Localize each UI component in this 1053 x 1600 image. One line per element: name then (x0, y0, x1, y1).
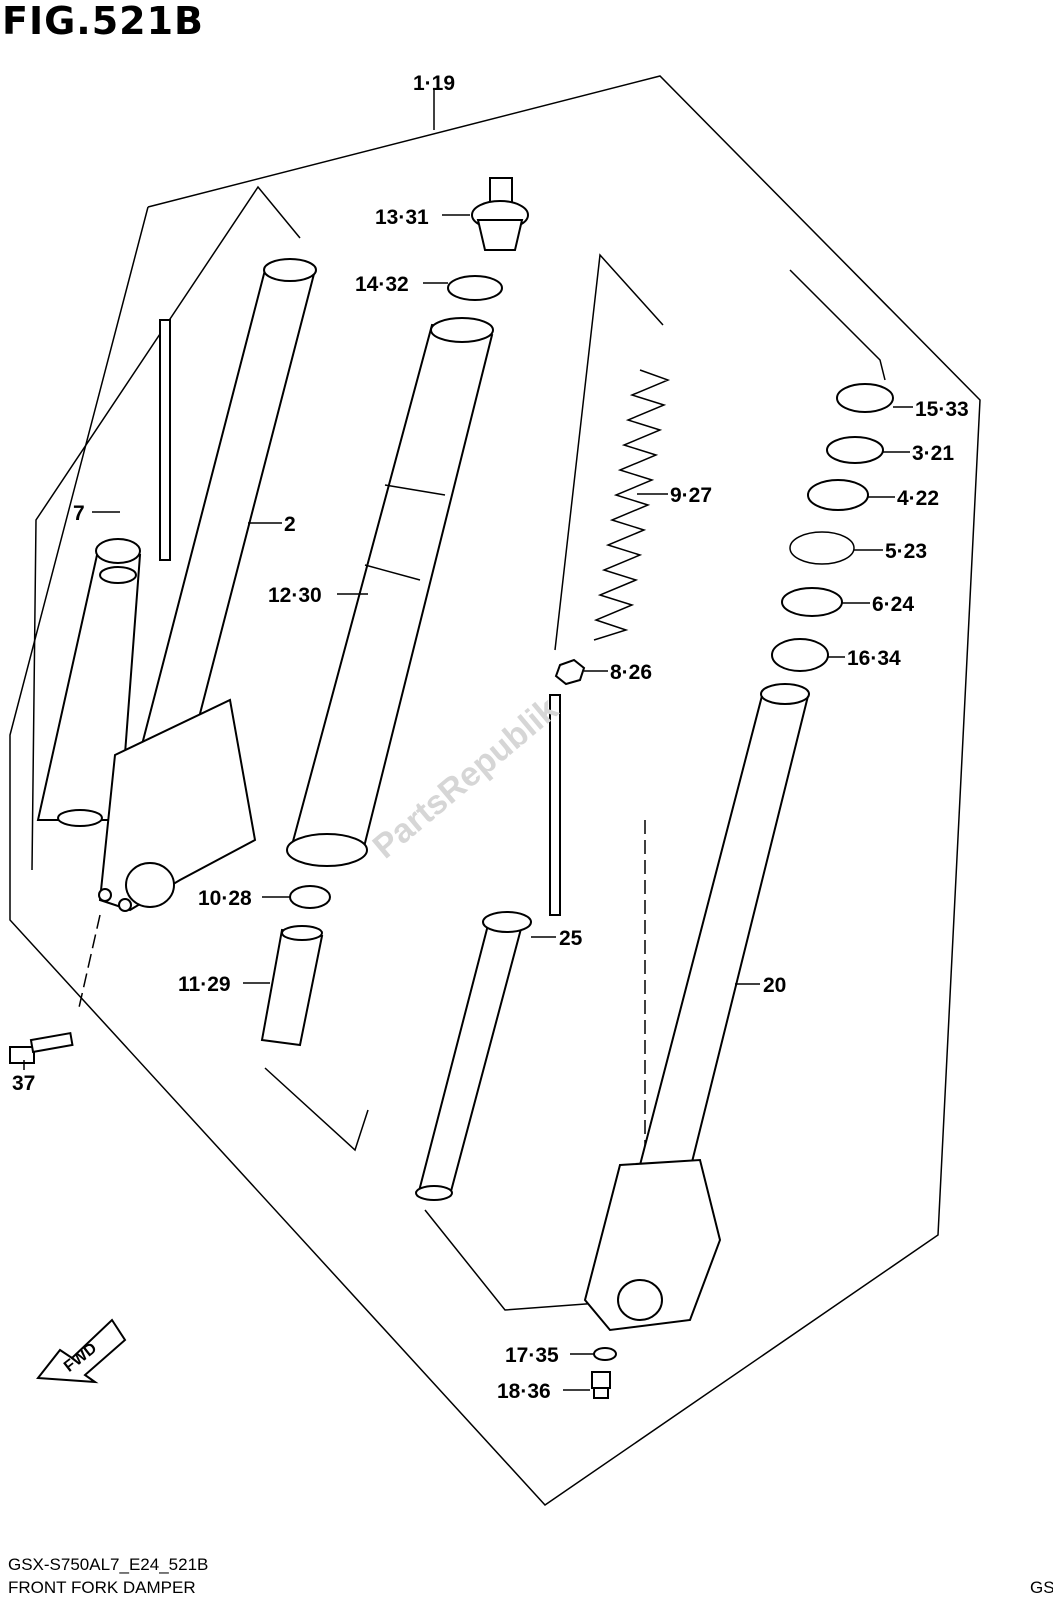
callout-11-29: 11·29 (178, 973, 231, 996)
callout-5-23: 5·23 (885, 540, 927, 563)
callout-9-27: 9·27 (670, 484, 712, 507)
callout-17-35: 17·35 (505, 1344, 559, 1367)
part-10-washer (289, 885, 331, 909)
right-group-outline (554, 253, 664, 651)
part-3-seal-ring (826, 436, 884, 464)
part-14-o-ring (447, 275, 503, 301)
part-5-circlip (789, 531, 855, 565)
part-8-nut (554, 658, 586, 686)
callout-4-22: 4·22 (897, 487, 939, 510)
callout-25: 25 (559, 927, 583, 950)
left-group-outline (31, 185, 301, 871)
part-20-right-outer-tube (583, 683, 810, 1332)
part-16-bushing (771, 638, 829, 672)
part-6-dust-seal (781, 587, 843, 617)
part-2-left-outer-tube (98, 258, 317, 912)
part-11-collar (260, 925, 324, 1047)
part-15-bushing (836, 383, 894, 413)
callout-20: 20 (763, 974, 786, 997)
callout-37: 37 (12, 1072, 35, 1095)
callout-13-31: 13·31 (375, 206, 429, 229)
dashed-guide-bolt (77, 914, 101, 1013)
callout-1-19: 1·19 (413, 72, 455, 95)
part-18-bolt (591, 1371, 611, 1399)
callout-14-32: 14·32 (355, 273, 409, 296)
assembly-outline (9, 75, 981, 1506)
diagram-caption: FRONT FORK DAMPER (8, 1578, 196, 1597)
part-37-bolt (9, 1031, 74, 1064)
leader-lines (23, 90, 913, 1391)
outer-tube-group-outline (789, 269, 886, 381)
diagram-code: GSX-S750AL7_E24_521B (8, 1555, 209, 1574)
callout-16-34: 16·34 (847, 647, 901, 670)
callout-18-36: 18·36 (497, 1380, 551, 1403)
callout-15-33: 15·33 (915, 398, 969, 421)
callout-2: 2 (284, 513, 296, 536)
fwd-arrow-icon (36, 1318, 127, 1384)
center-group-outline (264, 1067, 369, 1152)
callout-6-24: 6·24 (872, 593, 914, 616)
callout-8-26: 8·26 (610, 661, 652, 684)
part-25-cartridge (415, 694, 561, 1201)
callout-10-28: 10·28 (198, 887, 252, 910)
callout-12-30: 12·30 (268, 584, 322, 607)
part-17-washer (593, 1347, 617, 1361)
callout-3-21: 3·21 (912, 442, 954, 465)
part-13-top-cap (471, 177, 529, 251)
corner-fragment: GS (1030, 1578, 1053, 1597)
part-9-spring (593, 369, 671, 641)
part-4-oil-seal (807, 479, 869, 511)
callout-7: 7 (73, 502, 85, 525)
part-12-inner-tube (286, 317, 494, 867)
figure-title: FIG.521B (2, 0, 205, 43)
